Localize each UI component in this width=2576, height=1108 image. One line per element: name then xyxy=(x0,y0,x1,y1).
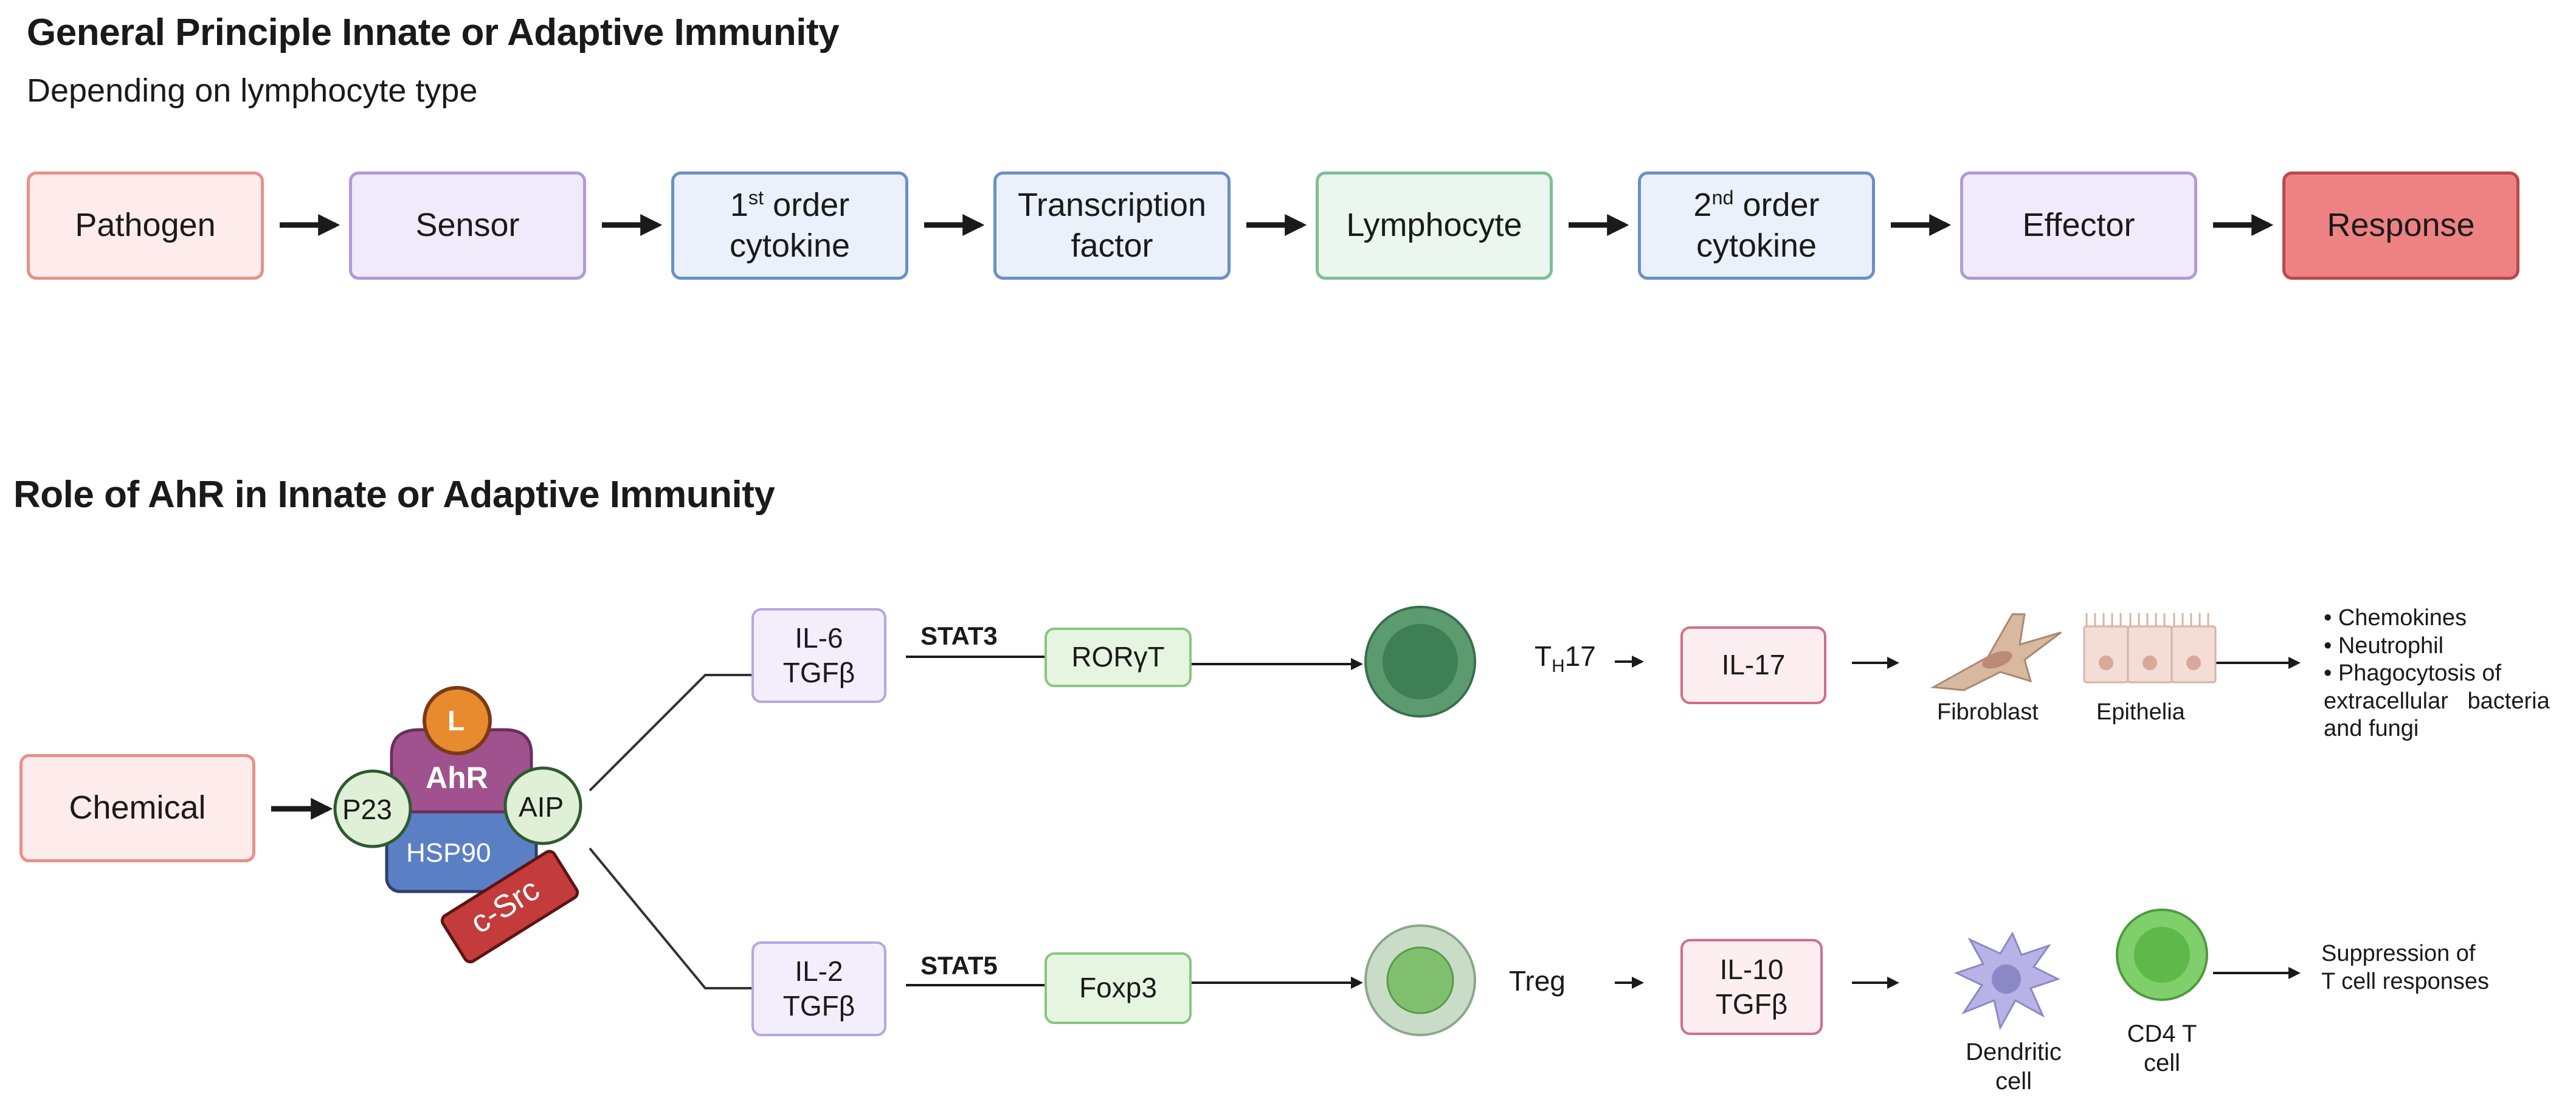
dendritic-line2: cell xyxy=(1995,1068,2032,1095)
step-sensor: Sensor xyxy=(349,171,586,280)
second-order-line2: cytokine xyxy=(1696,227,1817,264)
step-response: Response xyxy=(2282,171,2519,280)
th17-cell-icon xyxy=(1364,606,1476,718)
lower-tf-box: Foxp3 xyxy=(1045,952,1192,1024)
stat5-label: STAT5 xyxy=(920,951,998,980)
second-order-sup: nd xyxy=(1711,186,1734,209)
epithelia-icon xyxy=(2083,613,2217,684)
p23-shape xyxy=(333,769,412,848)
treg-label: Treg xyxy=(1509,965,1566,997)
lower-tf-label: Foxp3 xyxy=(1079,972,1157,1004)
step-second-order-cytokine: 2nd order cytokine xyxy=(1638,171,1875,280)
lower-cytokine-line1: IL-2 xyxy=(795,955,843,987)
first-order-number: 1 xyxy=(730,186,748,223)
upper-cytokine-line1: IL-6 xyxy=(795,622,843,654)
treg-cell-icon xyxy=(1364,924,1476,1036)
outcome-3: • Phagocytosis of xyxy=(2324,660,2502,687)
tf-line1: Transcription xyxy=(1017,186,1207,223)
ahr-label: AhR xyxy=(426,761,488,795)
epithelia-label: Epithelia xyxy=(2096,699,2185,725)
fibroblast-icon xyxy=(1930,613,2062,691)
il10-line2: TGFβ xyxy=(1715,988,1788,1020)
p23-label: P23 xyxy=(342,794,392,825)
top-section-title: General Principle Innate or Adaptive Imm… xyxy=(27,12,840,54)
step-response-label: Response xyxy=(2327,207,2475,244)
ligand-label: L xyxy=(447,705,465,736)
branch-lower xyxy=(589,847,751,989)
dendritic-cell-icon xyxy=(1954,931,2060,1031)
step-pathogen-label: Pathogen xyxy=(75,207,216,244)
top-section-subtitle: Depending on lymphocyte type xyxy=(27,72,478,109)
chemical-label: Chemical xyxy=(69,789,206,826)
bottom-section-title: Role of AhR in Innate or Adaptive Immuni… xyxy=(13,474,775,516)
il17-box: IL-17 xyxy=(1680,626,1826,704)
fibroblast-label: Fibroblast xyxy=(1937,699,2039,725)
step-effector: Effector xyxy=(1960,171,2197,280)
stat3-label: STAT3 xyxy=(920,622,998,650)
cd4-line2: cell xyxy=(2143,1050,2181,1076)
step-pathogen: Pathogen xyxy=(27,171,264,280)
step-lymphocyte: Lymphocyte xyxy=(1316,171,1553,280)
lower-cytokine-line2: TGFβ xyxy=(782,990,855,1022)
first-order-sup: st xyxy=(748,186,764,209)
th17-label: TH17 xyxy=(1535,640,1596,677)
aip-shape xyxy=(503,766,582,845)
upper-cytokine-line2: TGFβ xyxy=(782,657,855,688)
step-transcription-factor: Transcription factor xyxy=(993,171,1231,280)
cd4-label: CD4 T cell xyxy=(2101,1019,2223,1078)
ahr-complex xyxy=(333,686,582,964)
aip-label: AIP xyxy=(519,791,564,823)
lower-outcome: Suppression of T cell responses xyxy=(2321,940,2489,995)
dendritic-label: Dendritic cell xyxy=(1953,1037,2074,1096)
outcome-4: extracellular bacteria xyxy=(2324,688,2550,714)
ahr-shape xyxy=(390,728,533,814)
il17-label: IL-17 xyxy=(1721,649,1786,681)
branch-upper xyxy=(589,674,751,792)
lower-cytokine-box: IL-2 TGFβ xyxy=(751,941,886,1036)
th17-main: T xyxy=(1535,640,1552,672)
cd4-t-cell-icon xyxy=(2116,909,2208,1001)
second-order-number: 2 xyxy=(1693,186,1712,223)
upper-tf-box: RORγT xyxy=(1045,628,1192,687)
step-sensor-label: Sensor xyxy=(415,207,520,244)
upper-cytokine-box: IL-6 TGFβ xyxy=(751,608,886,703)
step-lymphocyte-label: Lymphocyte xyxy=(1346,207,1522,244)
tf-line2: factor xyxy=(1071,227,1153,264)
outcome-2: • Neutrophil xyxy=(2324,632,2444,659)
outcome-1: • Chemokines xyxy=(2324,605,2467,631)
upper-tf-label: RORγT xyxy=(1071,641,1165,673)
th17-sub: H xyxy=(1552,656,1565,677)
step-effector-label: Effector xyxy=(2022,207,2135,244)
hsp90-label: HSP90 xyxy=(406,838,491,868)
lower-outcome-line1: Suppression of xyxy=(2321,941,2476,966)
step-first-order-cytokine: 1st order cytokine xyxy=(671,171,908,280)
il10-box: IL-10 TGFβ xyxy=(1680,939,1823,1035)
lower-outcome-line2: T cell responses xyxy=(2321,968,2489,994)
second-order-rest: order xyxy=(1733,186,1820,223)
chemical-box: Chemical xyxy=(19,754,255,862)
cd4-line1: CD4 T xyxy=(2127,1020,2197,1047)
th17-suffix: 17 xyxy=(1564,640,1596,672)
il10-line1: IL-10 xyxy=(1719,953,1784,985)
dendritic-line1: Dendritic xyxy=(1966,1039,2062,1065)
outcome-5: and fungi xyxy=(2324,716,2419,742)
ligand-shape xyxy=(423,686,492,755)
first-order-line2: cytokine xyxy=(729,227,851,264)
first-order-rest: order xyxy=(764,186,850,223)
upper-outcomes: • Chemokines • Neutrophil • Phagocytosis… xyxy=(2324,604,2550,743)
csrc-shape xyxy=(440,850,579,964)
